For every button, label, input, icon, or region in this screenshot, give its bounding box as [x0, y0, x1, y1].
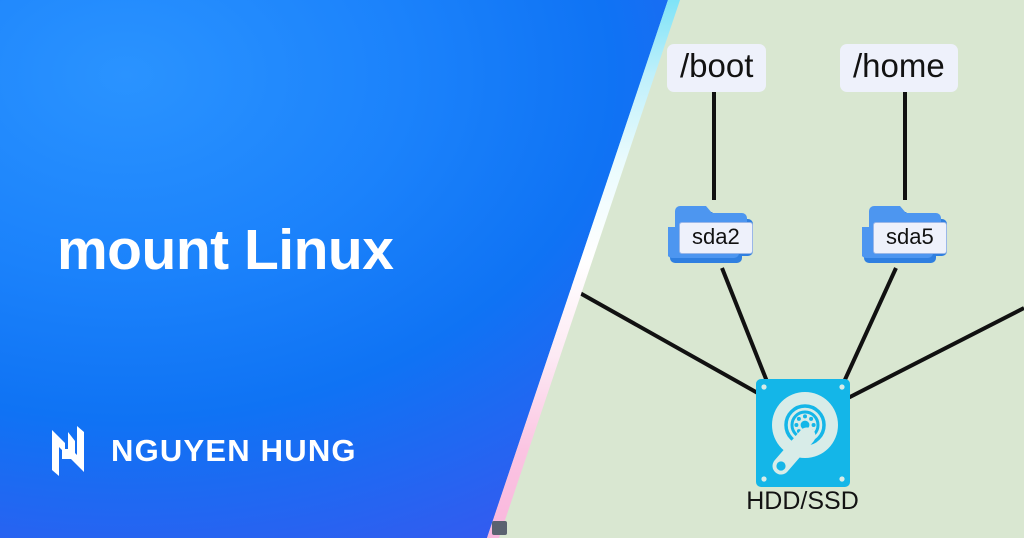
edge-disk-to-offscreen-left	[570, 286, 764, 398]
edge-sda2-to-disk	[720, 267, 770, 385]
partition-folder-sda2: sda2	[667, 200, 758, 275]
mount-point-label-home: /home	[840, 44, 958, 92]
partition-folder-sda5: sda5	[861, 200, 952, 275]
clipped-corner-artifact	[492, 521, 507, 535]
edge-disk-to-offscreen-right	[847, 306, 1024, 400]
brand-lockup: NGUYEN HUNG	[48, 425, 357, 477]
storage-device-caption: HDD/SSD	[746, 487, 859, 515]
partition-name-sda2: sda2	[679, 222, 753, 255]
page-title: mount Linux	[57, 218, 394, 282]
hard-disk-drive-icon	[756, 379, 850, 487]
nguyen-hung-monogram-icon	[52, 426, 84, 476]
mount-point-label-boot: /boot	[667, 44, 767, 92]
edge-sda5-to-disk	[841, 267, 898, 385]
partition-name-sda5: sda5	[873, 222, 947, 255]
brand-name: NGUYEN HUNG	[111, 433, 357, 468]
